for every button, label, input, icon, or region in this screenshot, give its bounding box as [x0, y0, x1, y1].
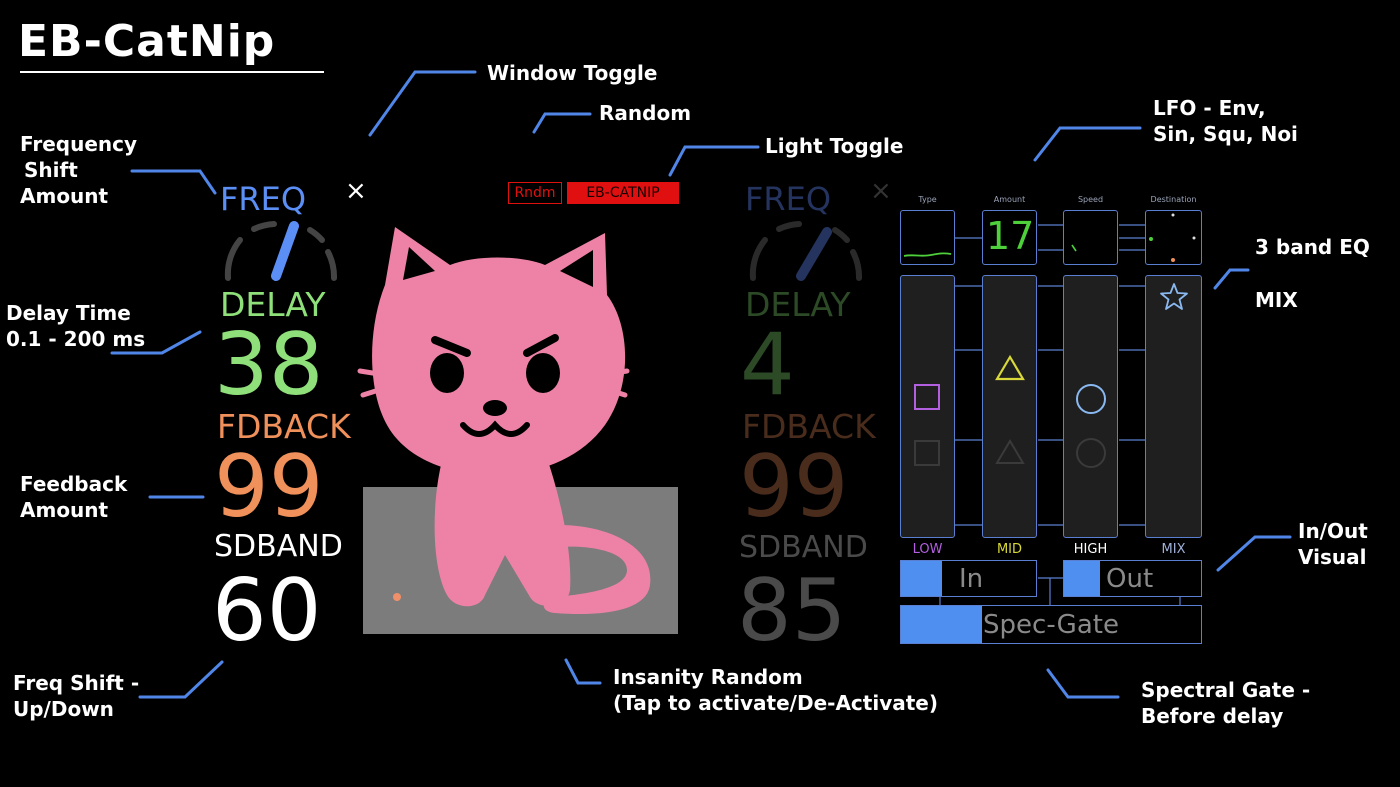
delay-label-dark: DELAY: [745, 285, 851, 324]
eq-mid-label: MID: [996, 542, 1023, 557]
fdback-label: FDBACK: [217, 407, 351, 446]
fdback-value-dark[interactable]: 99: [739, 437, 849, 537]
annotation-freqshift-line2: Up/Down: [13, 697, 114, 721]
annotation-lfo-line2: Sin, Squ, Noi: [1153, 122, 1298, 146]
lfo-destination-header: Destination: [1150, 195, 1197, 204]
lfo-destination-control[interactable]: [1145, 210, 1202, 265]
window-toggle-close-icon[interactable]: ×: [345, 176, 367, 206]
annotation-spectral-line2: Before delay: [1141, 704, 1284, 728]
lfo-amount-header: Amount: [993, 195, 1026, 204]
lfo-amount-value: 17: [986, 214, 1035, 258]
annotation-feedback-line2: Amount: [20, 498, 109, 522]
annotation-insanity-line2: (Tap to activate/De-Activate): [613, 691, 938, 715]
line-freqshift: [138, 660, 224, 699]
annotation-eq: 3 band EQ: [1255, 235, 1370, 259]
line-insanity: [564, 658, 602, 685]
mix-slider[interactable]: [1145, 275, 1202, 538]
app-title: EB-CatNip: [18, 16, 276, 67]
freq-knob-pointer: [271, 221, 299, 281]
eq-low-ghost-square-icon: [914, 440, 940, 466]
annotation-window-toggle: Window Toggle: [487, 61, 658, 85]
annotation-freqamount-line1: Frequency: [20, 132, 138, 156]
freq-shift-knob[interactable]: [218, 218, 342, 288]
line-freqamount: [130, 169, 217, 195]
annotation-freqshift-line1: Freq Shift -: [13, 671, 140, 695]
annotation-light-toggle: Light Toggle: [765, 134, 904, 158]
delay-value-dark[interactable]: 4: [740, 315, 795, 415]
output-level-fill: [1064, 561, 1100, 596]
sdband-label: SDBAND: [214, 529, 343, 564]
output-level-label: Out: [1106, 563, 1154, 594]
eq-high-label: HIGH: [1073, 542, 1108, 557]
line-random: [532, 112, 592, 134]
annotation-inout-line2: Visual: [1298, 545, 1367, 569]
input-level-meter: In: [900, 560, 1037, 597]
freq-shift-knob-dark[interactable]: [743, 218, 867, 288]
eq-low-square-icon: [914, 384, 940, 410]
line-light-toggle: [668, 145, 760, 177]
annotation-freqamount-line3: Amount: [20, 184, 109, 208]
line-inout: [1216, 535, 1292, 572]
sdband-value[interactable]: 60: [212, 561, 322, 661]
eq-low-label: LOW: [912, 542, 943, 557]
spec-gate-fill: [901, 606, 982, 643]
annotation-inout-line1: In/Out: [1298, 519, 1368, 543]
output-level-meter: Out: [1063, 560, 1202, 597]
cat-mascot-icon: [357, 227, 651, 615]
freq-label-dark: FREQ: [745, 180, 832, 218]
lfo-wave-icon: [903, 252, 952, 257]
annotation-freqamount-line2: Shift: [24, 158, 78, 182]
eq-mid-triangle-icon: [995, 354, 1025, 381]
lfo-amount-control[interactable]: 17: [982, 210, 1037, 265]
eq-high-circle-icon: [1076, 384, 1106, 414]
line-window-toggle: [368, 70, 477, 137]
freq-knob-pointer-dark: [796, 227, 832, 281]
eq-high-slider[interactable]: [1063, 275, 1118, 538]
lfo-speed-control[interactable]: [1063, 210, 1118, 265]
lfo-speed-header: Speed: [1077, 195, 1104, 204]
eq-low-slider[interactable]: [900, 275, 955, 538]
freq-label: FREQ: [220, 180, 307, 218]
mix-star-icon: [1160, 283, 1188, 310]
annotation-insanity-line1: Insanity Random: [613, 665, 803, 689]
input-level-fill: [901, 561, 942, 596]
line-delay: [110, 330, 202, 355]
input-level-label: In: [959, 563, 984, 594]
line-lfo: [1033, 126, 1142, 162]
lfo-type-header: Type: [918, 195, 937, 204]
annotation-random: Random: [599, 101, 692, 125]
random-button[interactable]: Rndm: [508, 182, 562, 204]
insanity-indicator-dot: [393, 593, 401, 601]
window-toggle-close-icon-dark[interactable]: ×: [870, 176, 892, 206]
spec-gate-slider[interactable]: Spec-Gate: [900, 605, 1202, 644]
annotation-delay-line1: Delay Time: [6, 301, 131, 325]
annotation-lfo-line1: LFO - Env,: [1153, 96, 1266, 120]
line-spectral: [1046, 668, 1120, 699]
eq-connector-lines: [939, 224, 1181, 605]
fdback-value[interactable]: 99: [214, 437, 324, 537]
spec-gate-label: Spec-Gate: [983, 609, 1119, 640]
title-underline: [20, 71, 324, 73]
annotation-spectral-line1: Spectral Gate -: [1141, 678, 1311, 702]
delay-value[interactable]: 38: [214, 315, 324, 415]
annotation-mix: MIX: [1255, 288, 1298, 312]
mix-label: MIX: [1161, 542, 1186, 557]
eq-high-ghost-circle-icon: [1076, 438, 1106, 468]
line-eq: [1213, 268, 1250, 290]
eq-mid-slider[interactable]: [982, 275, 1037, 538]
eq-mid-ghost-triangle-icon: [995, 439, 1025, 464]
lfo-type-button[interactable]: [900, 210, 955, 265]
delay-label: DELAY: [220, 285, 326, 324]
annotation-delay-line2: 0.1 - 200 ms: [6, 327, 146, 351]
fdback-label-dark: FDBACK: [742, 407, 876, 446]
annotation-feedback-line1: Feedback: [20, 472, 128, 496]
sdband-label-dark: SDBAND: [739, 530, 868, 565]
sdband-value-dark[interactable]: 85: [737, 561, 847, 661]
lfo-speed-tick-icon: [1071, 244, 1077, 252]
light-toggle-button[interactable]: EB-CATNIP: [567, 182, 679, 204]
lfo-destination-dots-icon: [1149, 213, 1196, 262]
